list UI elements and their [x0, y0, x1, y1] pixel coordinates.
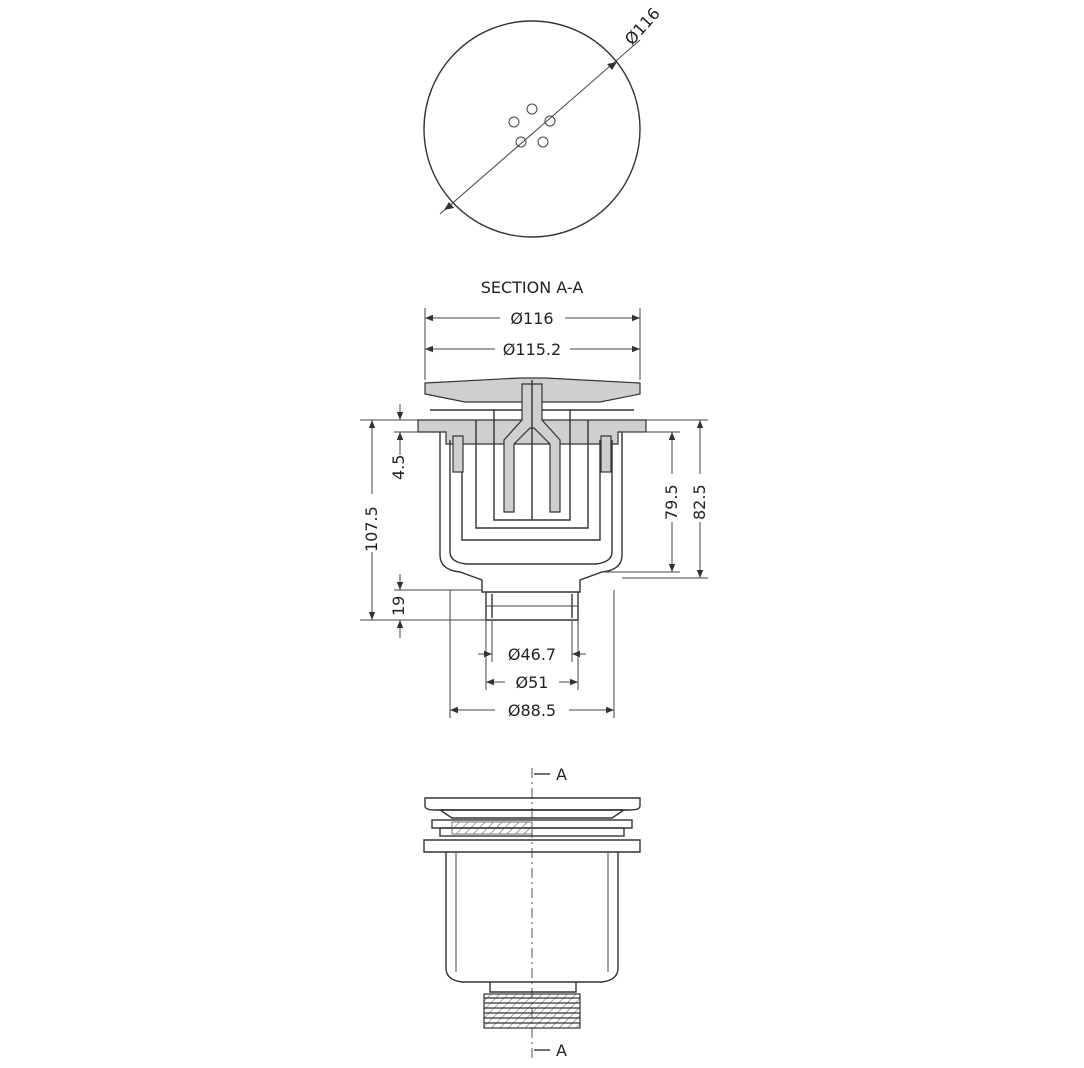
- thread-ring: [451, 821, 533, 835]
- diameter-leader-line: [439, 39, 641, 215]
- dim-left-total: 107.5: [362, 506, 381, 552]
- dim-bottom-1: Ø46.7: [508, 645, 556, 664]
- waste-body: [439, 432, 623, 593]
- dim-bottom-2: Ø51: [516, 673, 549, 692]
- drain-hole: [526, 103, 538, 115]
- drain-hole: [515, 136, 527, 148]
- dim-left-small: 4.5: [389, 455, 408, 480]
- dim-right-inner: 79.5: [662, 484, 681, 520]
- outlet-thread: [483, 993, 581, 1029]
- side-cap: [424, 797, 641, 811]
- side-view: A A: [423, 765, 641, 1060]
- drain-hole: [537, 136, 549, 148]
- section-title: SECTION A-A: [481, 278, 584, 297]
- dim-left-outlet: 19: [389, 596, 408, 616]
- dim-top-inner: Ø115.2: [503, 340, 561, 359]
- drain-hole: [544, 115, 556, 127]
- top-diameter-label: Ø116: [621, 4, 664, 49]
- cut-label-bottom: A: [556, 1041, 567, 1060]
- plug-outline: [423, 20, 641, 238]
- cut-label-top: A: [556, 765, 567, 784]
- drain-hole: [508, 116, 520, 128]
- dim-top-outer: Ø116: [510, 309, 553, 328]
- dim-right-outer: 82.5: [690, 484, 709, 520]
- dim-bottom-3: Ø88.5: [508, 701, 556, 720]
- side-flange: [423, 839, 641, 853]
- section-view: SECTION A-A Ø116 Ø115.2: [360, 278, 709, 720]
- side-body: [445, 852, 619, 983]
- top-view: Ø116: [423, 4, 664, 238]
